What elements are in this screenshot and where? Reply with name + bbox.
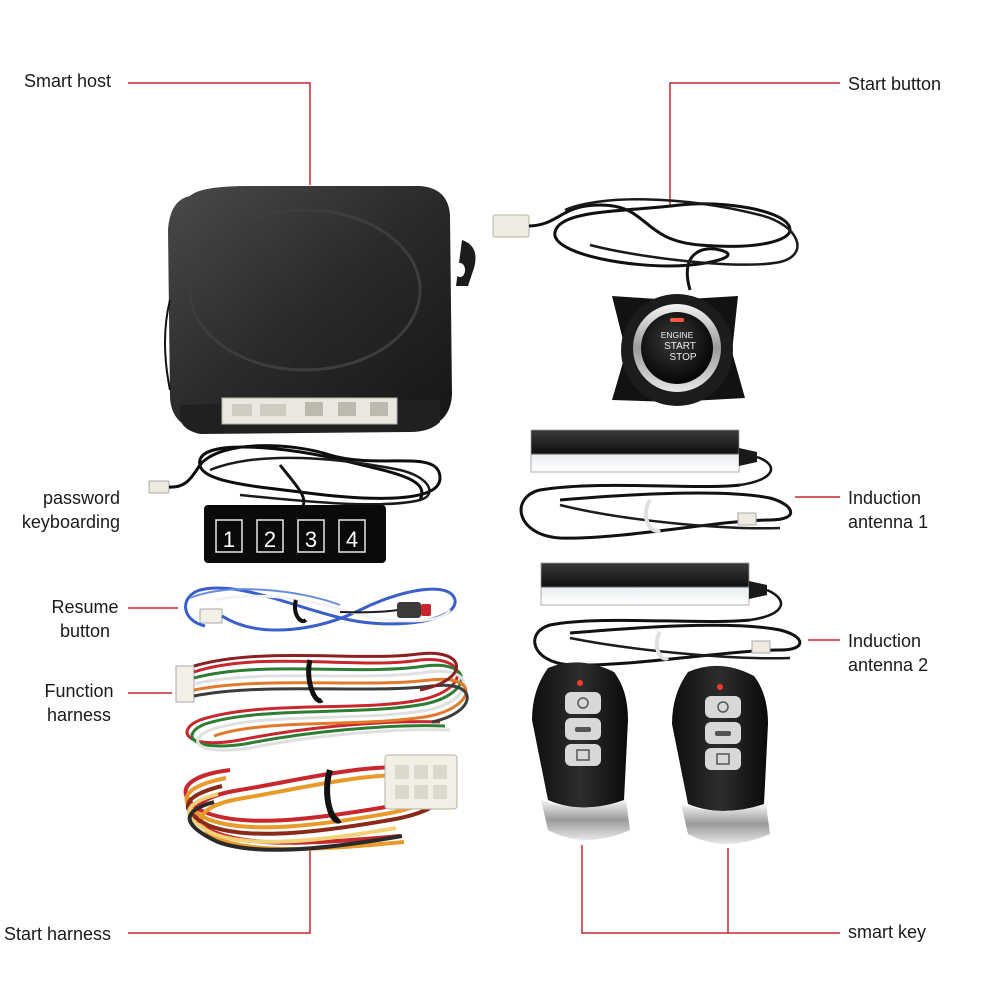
label-antenna2-line1: Induction	[848, 631, 922, 651]
label-resume-button: Resume button	[40, 595, 130, 643]
leader-smart-host	[128, 82, 311, 185]
label-smart-key: smart key	[848, 922, 927, 942]
label-resume-line2: button	[59, 621, 111, 641]
label-password-line2: keyboarding	[21, 512, 120, 532]
label-resume-line1: Resume	[51, 597, 119, 617]
start-button-assembly: ENGINE START STOP	[492, 198, 799, 406]
keypad-key-2[interactable]: 2	[264, 527, 276, 552]
label-antenna2-line2: antenna 2	[848, 655, 929, 675]
smart-host-module	[164, 186, 476, 434]
label-smart-host: Smart host	[24, 71, 112, 91]
induction-antenna-2	[533, 562, 802, 667]
keypad-key-3[interactable]: 3	[305, 527, 317, 552]
engine-start-stop-label-3: STOP	[669, 352, 696, 363]
leader-lines	[128, 82, 840, 934]
label-induction-antenna-1: Induction antenna 1	[848, 486, 928, 534]
label-function-harness: Function harness	[34, 679, 124, 727]
label-start-button: Start button	[848, 74, 942, 94]
start-harness	[183, 754, 458, 852]
engine-start-stop-label: ENGINE	[661, 330, 694, 340]
induction-antenna-1	[519, 429, 793, 540]
password-keypad-assembly: 1 2 3 4	[148, 444, 442, 563]
smart-key-left	[532, 662, 630, 840]
leader-start-harness	[128, 850, 311, 934]
resume-button-assembly	[184, 586, 457, 632]
keypad-digit-boxes	[215, 519, 366, 553]
label-password-keyboarding: password keyboarding	[10, 486, 120, 534]
label-antenna1-line2: antenna 1	[848, 512, 929, 532]
label-start-harness: Start harness	[4, 924, 112, 944]
leader-smart-key	[581, 845, 840, 934]
leader-start-button	[669, 82, 840, 205]
keypad-key-4[interactable]: 4	[346, 527, 358, 552]
label-antenna1-line1: Induction	[848, 488, 922, 508]
engine-start-stop-label-2: START	[664, 341, 696, 352]
smart-key-right	[672, 665, 770, 844]
label-password-line1: password	[42, 488, 120, 508]
label-induction-antenna-2: Induction antenna 2	[848, 629, 928, 677]
keypad-key-1[interactable]: 1	[223, 527, 235, 552]
function-harness	[175, 651, 469, 752]
label-function-line1: Function	[44, 681, 114, 701]
label-function-line2: harness	[46, 705, 112, 725]
